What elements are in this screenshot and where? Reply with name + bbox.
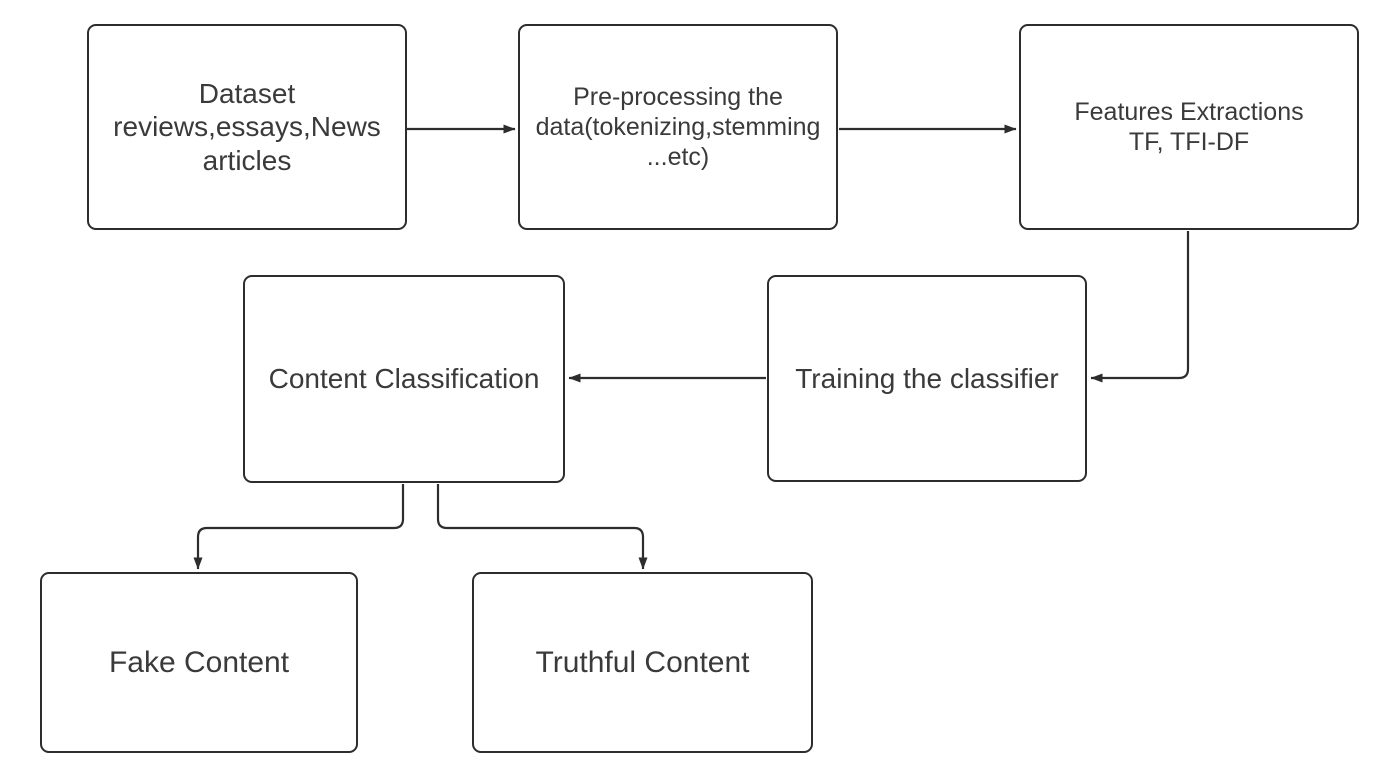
node-preprocessing: Pre-processing the data(tokenizing,stemm…: [518, 24, 838, 230]
node-training-classifier-label: Training the classifier: [795, 362, 1059, 394]
node-preprocessing-label: Pre-processing the data(tokenizing,stemm…: [535, 83, 821, 171]
node-content-classification: Content Classification: [243, 275, 565, 483]
node-dataset: Dataset reviews,essays,News articles: [87, 24, 407, 230]
node-training-classifier: Training the classifier: [767, 275, 1087, 482]
node-features-extraction-label: Features Extractions TF, TFI-DF: [1074, 98, 1304, 156]
node-dataset-label: Dataset reviews,essays,News articles: [113, 77, 381, 176]
edge-classification-to-truthful: [436, 484, 648, 570]
edge-features-to-training: [1090, 231, 1190, 383]
node-fake-content-label: Fake Content: [108, 645, 290, 679]
node-content-classification-label: Content Classification: [268, 363, 540, 395]
node-truthful-content: Truthful Content: [472, 572, 813, 753]
edge-classification-to-fake: [193, 484, 405, 570]
node-fake-content: Fake Content: [40, 572, 358, 753]
node-features-extraction: Features Extractions TF, TFI-DF: [1019, 24, 1359, 230]
node-truthful-content-label: Truthful Content: [535, 645, 750, 679]
